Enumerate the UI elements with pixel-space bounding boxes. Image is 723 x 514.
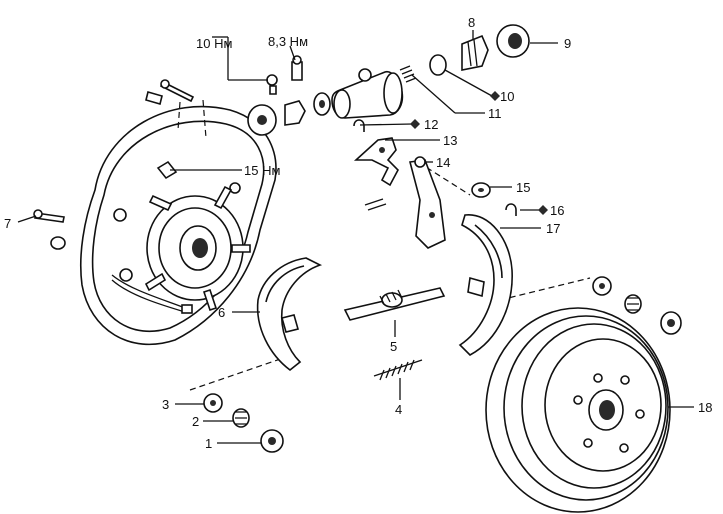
callout-8: 8 <box>468 15 475 30</box>
part-14-parking-lever <box>408 156 446 249</box>
part-17-brake-shoe <box>458 214 513 356</box>
part-4-return-spring <box>373 359 423 381</box>
callout-7: 7 <box>4 216 11 231</box>
part-6-brake-shoe <box>256 257 323 372</box>
assembly-guide-line <box>177 101 181 131</box>
callout-15: 15 <box>516 180 530 195</box>
callout-1: 1 <box>205 436 212 451</box>
torque-label-10nm: 10 Нм <box>196 36 232 51</box>
part-7-bolt <box>33 209 66 250</box>
part-18-brake-drum <box>485 307 671 513</box>
callout-3: 3 <box>162 397 169 412</box>
part-8-boot <box>461 34 489 71</box>
callout-11: 11 <box>488 106 502 121</box>
callout-4: 4 <box>395 402 402 417</box>
assembly-guide-line <box>202 99 207 139</box>
callout-18: 18 <box>698 400 712 415</box>
callout-5: 5 <box>390 339 397 354</box>
part-3-cup <box>203 393 223 413</box>
callout-16: 16 <box>550 203 564 218</box>
wheel-cylinder-assembly <box>247 55 404 136</box>
wheel-cylinder-spring <box>399 65 417 83</box>
hold-down-retainer-right <box>660 311 682 335</box>
callout-14: 14 <box>436 155 450 170</box>
part-12-clip <box>353 119 365 132</box>
callout-13: 13 <box>443 133 457 148</box>
part-2-spring <box>232 408 250 428</box>
callout-6: 6 <box>218 305 225 320</box>
hold-down-spring-right <box>624 294 642 314</box>
piston-cup <box>429 54 447 76</box>
part-1-retainer <box>260 429 284 453</box>
part-5-adjuster-strut <box>343 287 446 321</box>
assembly-guide-line <box>189 354 293 391</box>
part-9-dust-cap <box>496 24 530 58</box>
part-13-adjuster-lever <box>353 137 399 211</box>
callout-9: 9 <box>564 36 571 51</box>
torque-label-8-3nm: 8,3 Нм <box>268 34 308 49</box>
backing-plate-assembly <box>79 105 277 346</box>
torque-label-15nm: 15 Нм <box>244 163 280 178</box>
callout-10: 10 <box>500 89 514 104</box>
hold-down-cup-right <box>592 276 612 296</box>
diamond-markers <box>410 91 548 215</box>
part-15-washer <box>471 182 491 198</box>
part-16-clip <box>505 203 517 216</box>
leader-lines <box>17 30 694 444</box>
callout-2: 2 <box>192 414 199 429</box>
backing-plate-bolt <box>159 79 195 103</box>
callout-12: 12 <box>424 117 438 132</box>
callout-17: 17 <box>546 221 560 236</box>
assembly-guide-line <box>499 277 591 301</box>
clip-part <box>145 91 163 105</box>
